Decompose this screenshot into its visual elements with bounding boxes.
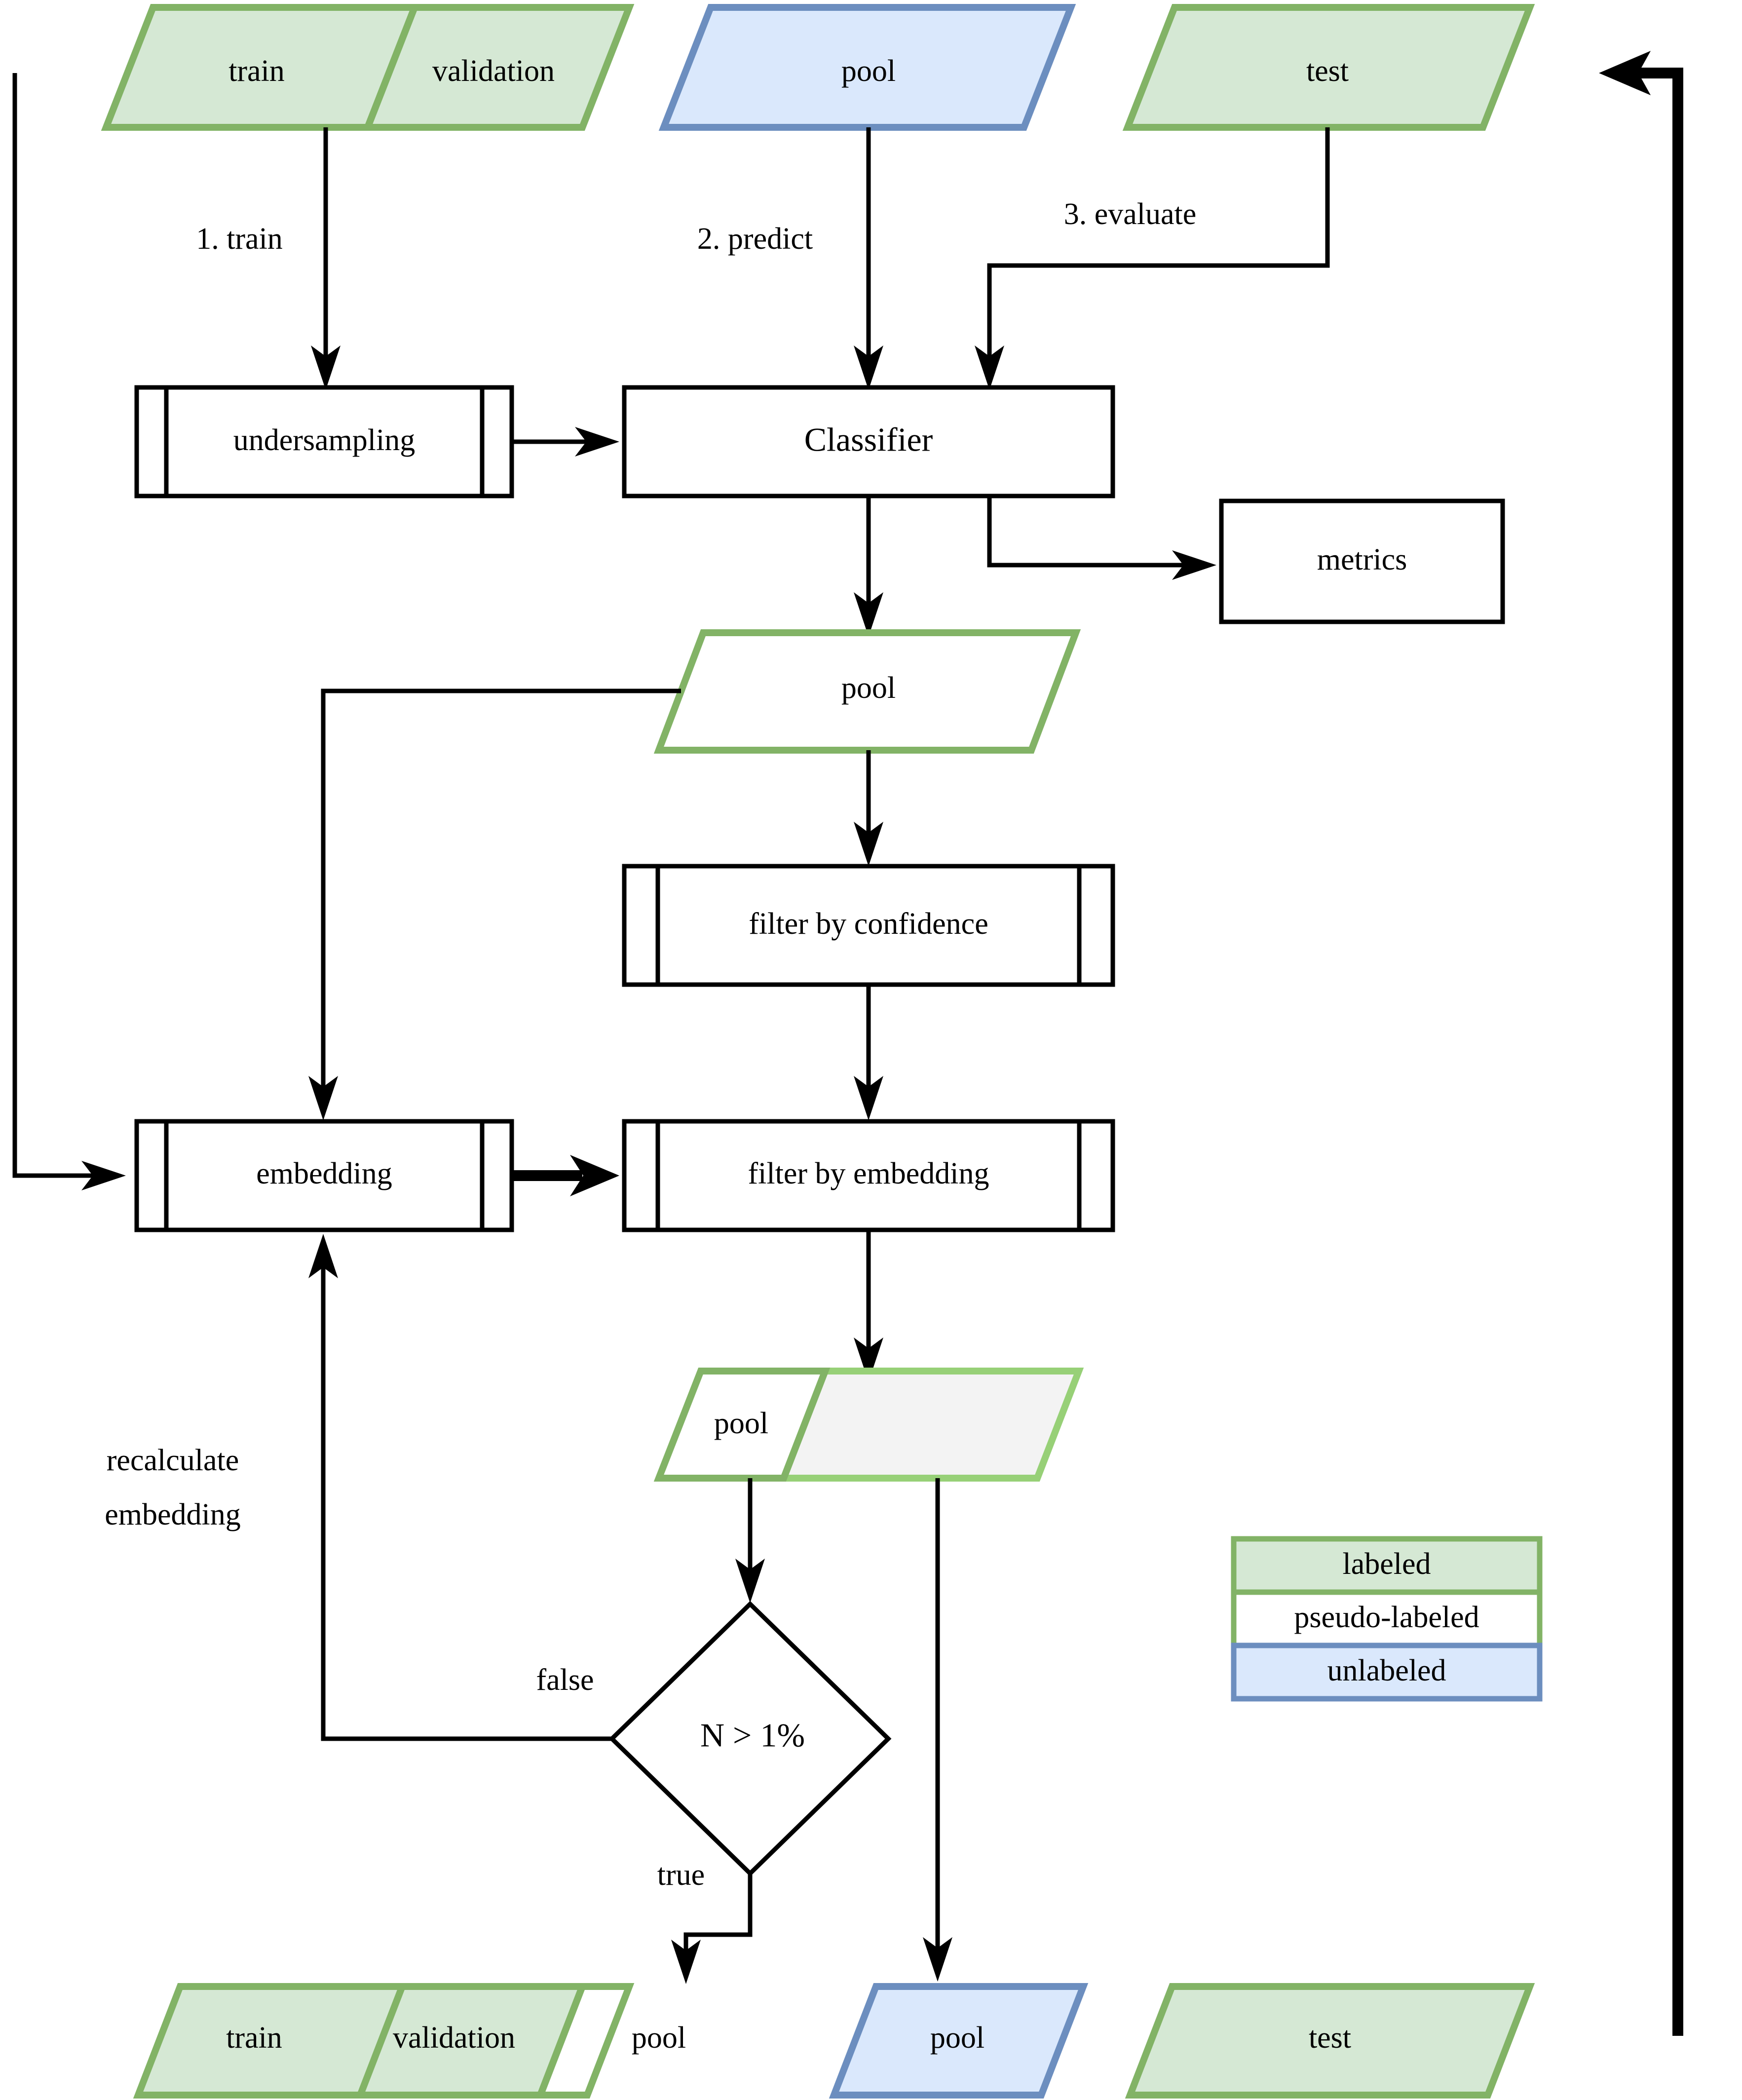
filter-embedding-box <box>622 1119 1115 1232</box>
edge-splitpool-to-decision <box>735 1478 765 1603</box>
edge-label-false: false <box>536 1663 594 1697</box>
bottom-train-label: train <box>226 2021 282 2055</box>
pool-embedding-arrowhead <box>308 1076 338 1120</box>
edge-splitpool-to-bottom-pool <box>923 1478 952 1982</box>
top-train-label: train <box>228 54 285 88</box>
filter-confidence-box <box>622 864 1115 987</box>
edge-filteremb-to-splitpool <box>854 1230 883 1382</box>
top-pool-dataset[interactable]: pool <box>658 4 1076 131</box>
edge-pool-to-embedding <box>308 688 681 1120</box>
filter-embedding-label: filter by embedding <box>748 1157 989 1190</box>
edge-undersampling-to-classifier <box>512 427 619 457</box>
pool-after-filter-label: pool <box>714 1407 768 1440</box>
bottom-dataset-train-validation-pool[interactable]: train validation pool <box>133 1983 686 2099</box>
process-filter-by-embedding[interactable]: filter by embedding <box>622 1119 1115 1232</box>
process-filter-by-confidence[interactable]: filter by confidence <box>622 864 1115 987</box>
bottom-validation-label: validation <box>393 2021 515 2055</box>
edge-train-to-undersampling: 1. train <box>196 127 341 390</box>
evaluate-edge-arrowhead <box>975 345 1004 390</box>
legend-label-unlabeled: unlabeled <box>1327 1654 1446 1687</box>
decision-n-greater-1-percent[interactable]: N > 1% <box>608 1601 892 1877</box>
output-metrics[interactable]: metrics <box>1219 498 1505 624</box>
process-classifier[interactable]: Classifier <box>622 385 1115 498</box>
process-embedding[interactable]: embedding <box>134 1119 514 1232</box>
edge-decision-true: true <box>657 1858 753 1984</box>
bottom-dataset-divider-1 <box>357 1985 406 2097</box>
pool-after-predict-label: pool <box>841 671 896 705</box>
pool-after-predict-shape <box>653 629 1081 754</box>
recalculate-embedding-caption-line2: embedding <box>105 1498 241 1531</box>
predict-edge-arrowhead <box>854 345 883 390</box>
decision-condition-label: N > 1% <box>700 1717 805 1754</box>
embedding-box <box>134 1119 514 1232</box>
bottom-pool-shape <box>829 1983 1089 2099</box>
decision-true-arrowhead <box>671 1940 701 1984</box>
edge-label-true: true <box>657 1858 705 1892</box>
classifier-box <box>622 385 1115 498</box>
splitpool-decision-arrowhead <box>735 1559 765 1603</box>
edge-pool-to-classifier: 2. predict <box>697 127 883 390</box>
pool-filterconf-arrowhead <box>854 822 883 866</box>
edge-decision-false: false <box>308 1234 612 1741</box>
edge-pool-to-filter-confidence <box>854 750 883 866</box>
edge-loop-to-embedding <box>12 73 126 1190</box>
embedding-label: embedding <box>256 1157 392 1190</box>
legend-label-pseudo-labeled: pseudo-labeled <box>1294 1601 1479 1634</box>
legend-swatch-unlabeled <box>1231 1642 1543 1702</box>
filterconf-filteremb-arrowhead <box>854 1076 883 1120</box>
pool-after-predict[interactable]: pool <box>653 629 1081 754</box>
edge-classifier-to-metrics <box>987 496 1216 580</box>
undersampling-label: undersampling <box>233 423 416 457</box>
edge-label-step2: 2. predict <box>697 222 813 256</box>
bottom-pool-label: pool <box>930 2021 985 2055</box>
top-test-dataset[interactable]: test <box>1122 4 1535 131</box>
edge-label-step1: 1. train <box>196 222 283 256</box>
top-pool-shape <box>658 4 1076 131</box>
classifier-label: Classifier <box>804 421 933 458</box>
edge-test-to-classifier: 3. evaluate <box>975 127 1330 390</box>
top-pool-label: pool <box>841 54 896 88</box>
edge-filterconf-to-filteremb <box>854 985 883 1120</box>
top-dataset-train-validation[interactable]: train validation <box>101 4 635 131</box>
legend-swatch-labeled <box>1231 1536 1543 1595</box>
top-test-label: test <box>1306 54 1349 88</box>
pool-after-filter-neutral-segment <box>778 1368 1084 1482</box>
top-validation-label: validation <box>432 54 555 88</box>
bottom-dataset-divider-2 <box>537 1985 586 2097</box>
feedback-loop-arrowhead <box>1599 51 1651 95</box>
pool-after-filter-pool-segment <box>653 1368 831 1482</box>
undersampling-classifier-arrowhead <box>575 427 619 457</box>
bottom-test-dataset[interactable]: test <box>1125 1983 1535 2099</box>
loop-embedding-arrowhead <box>81 1161 126 1190</box>
edge-embedding-to-filteremb <box>512 1155 619 1196</box>
feedback-loop-edge <box>1599 51 1683 2036</box>
pool-after-filter-dataset[interactable]: pool <box>653 1368 1084 1482</box>
classifier-pool-arrowhead <box>854 592 883 637</box>
filter-confidence-label: filter by confidence <box>749 907 988 941</box>
legend: labeled pseudo-labeled unlabeled <box>1231 1536 1543 1702</box>
undersampling-box <box>134 385 514 498</box>
bottom-pool-dataset[interactable]: pool <box>829 1983 1089 2099</box>
bottom-test-shape <box>1125 1983 1535 2099</box>
process-undersampling[interactable]: undersampling <box>134 385 514 498</box>
metrics-label: metrics <box>1317 543 1407 576</box>
train-edge-arrowhead <box>311 345 341 390</box>
bottom-test-label: test <box>1309 2021 1351 2055</box>
top-dataset-divider <box>364 6 418 129</box>
decision-false-arrowhead <box>308 1234 338 1278</box>
edge-label-step3: 3. evaluate <box>1064 197 1197 231</box>
edge-classifier-to-pool <box>854 496 883 637</box>
metrics-box <box>1219 498 1505 624</box>
filteremb-splitpool-arrowhead <box>854 1337 883 1382</box>
top-test-shape <box>1122 4 1535 131</box>
embedding-filteremb-arrowhead <box>570 1155 619 1196</box>
metrics-arrowhead <box>1172 550 1216 580</box>
bottom-pool-segment-label: pool <box>632 2021 686 2055</box>
splitpool-bottompool-arrowhead <box>923 1937 952 1982</box>
legend-label-labeled: labeled <box>1342 1547 1431 1581</box>
recalculate-embedding-caption-line1: recalculate <box>107 1444 239 1477</box>
